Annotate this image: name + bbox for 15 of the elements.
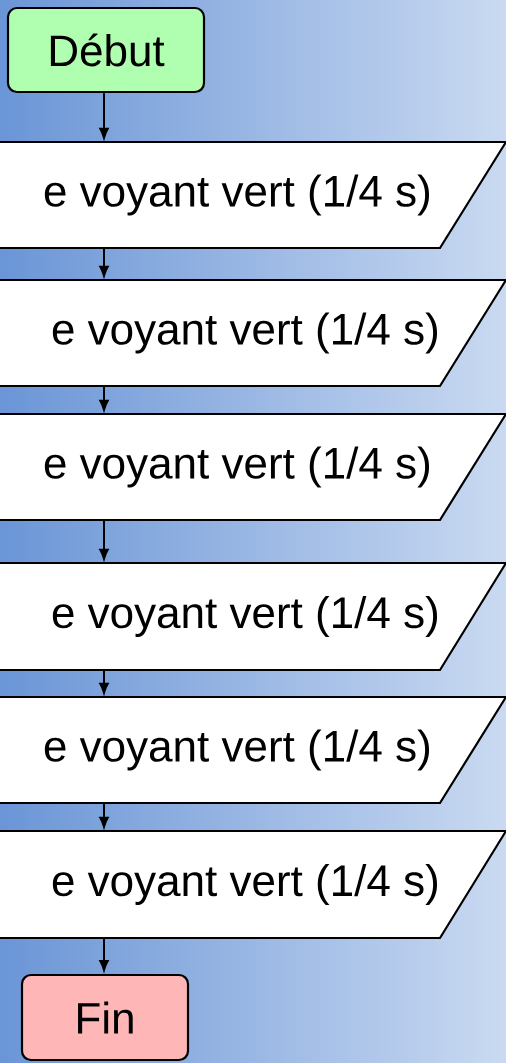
arrow: [99, 247, 109, 277]
io-parallelogram: e voyant vert (1/4 s): [0, 829, 506, 940]
arrow: [99, 937, 109, 971]
io-parallelogram: e voyant vert (1/4 s): [0, 695, 506, 805]
io-parallelogram: e voyant vert (1/4 s): [0, 561, 506, 672]
start-box: Début: [6, 6, 206, 94]
arrow: [99, 669, 109, 694]
io-parallelogram: e voyant vert (1/4 s): [0, 278, 506, 388]
arrow: [99, 802, 109, 828]
arrow: [99, 385, 109, 411]
arrow: [99, 519, 109, 560]
arrow: [99, 92, 109, 139]
io-parallelogram: e voyant vert (1/4 s): [0, 140, 506, 250]
end-box: Fin: [20, 973, 190, 1062]
io-parallelogram: e voyant vert (1/4 s): [0, 412, 506, 522]
